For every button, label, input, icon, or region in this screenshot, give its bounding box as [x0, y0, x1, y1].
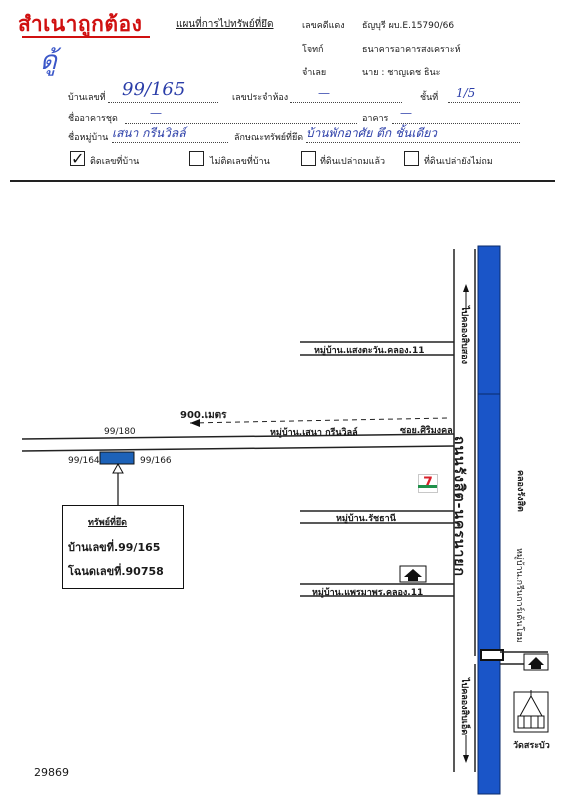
- arrow-down-icon: [463, 735, 469, 763]
- building2-label: อาคาร: [362, 114, 389, 124]
- house-icon: [399, 565, 427, 583]
- label-canal: คลองรังสิต: [515, 470, 525, 512]
- bridge: [480, 649, 504, 661]
- village-label: ชื่อหมู่บ้าน: [68, 133, 109, 143]
- form-title: แผนที่การไปทรัพย์ที่ยึด: [176, 19, 274, 30]
- room-value: —: [318, 86, 330, 100]
- road-sena-bottom: [21, 445, 455, 452]
- canal: [477, 245, 501, 795]
- route-arrow-icon: [190, 419, 200, 427]
- label-plot-99-180: 99/180: [104, 427, 136, 437]
- label-village-ratchani: หมู่บ้าน.รัชธานี: [336, 514, 396, 524]
- checkbox-land-unfilled[interactable]: [404, 151, 419, 166]
- building-line: [125, 123, 357, 124]
- property-pointer-icon: [112, 462, 124, 474]
- checkbox-label-house-number: ติดเลขที่บ้าน: [90, 157, 140, 167]
- label-village-sangtawan: หมู่บ้าน.แสงตะวัน.คลอง.11: [314, 346, 425, 356]
- store-icon-stripe: [418, 485, 437, 488]
- label-village-green-garden: หมู่บ้าน.กรีนการ์เด้นโฮม: [514, 548, 524, 643]
- temple-icon: [513, 690, 549, 733]
- label-distance: 900.เมตร: [180, 410, 227, 421]
- building-label: ชื่ออาคารชุด: [68, 114, 118, 124]
- checkmark-icon: ✓: [71, 149, 85, 168]
- property-info-box: [62, 505, 184, 589]
- defendant-value: นาย : ชาญเดช ธินะ: [362, 68, 441, 78]
- plaintiff-value: ธนาคารอาคารสงเคราะห์: [362, 45, 461, 55]
- floor-value: 1/5: [456, 86, 476, 100]
- property-type-label: ลักษณะทรัพย์ที่ยึด: [234, 133, 304, 143]
- checkbox-label-land-unfilled: ที่ดินเปล่ายังไม่ถม: [424, 157, 493, 167]
- checkbox-land-filled[interactable]: [301, 151, 316, 166]
- label-village-sena: หมู่บ้าน.เสนา กรีนวิลล์: [270, 428, 358, 438]
- plaintiff-label: โจทก์: [302, 45, 324, 55]
- label-soi-sirimongkol: ซอย.ศิริมงคล: [400, 426, 453, 436]
- building-value: —: [150, 106, 162, 120]
- case-label: เลขคดีแดง: [302, 21, 345, 31]
- stamp-underline: [22, 36, 150, 38]
- document-number: 29869: [34, 766, 69, 779]
- certified-copy-stamp: สำเนาถูกต้อง: [18, 12, 143, 36]
- room-label: เลขประจำห้อง: [232, 93, 289, 103]
- road-sena-top: [21, 433, 455, 440]
- property-type-line: [306, 142, 520, 143]
- house-icon-right: [523, 653, 549, 671]
- house-no-value: 99/165: [122, 79, 186, 100]
- checkbox-no-house-number[interactable]: [189, 151, 204, 166]
- label-main-road: ถนนรังสิต-นครนายก: [451, 436, 467, 577]
- signature: ดู้: [40, 46, 57, 76]
- property-type-value: บ้านพักอาศัย ตึก ชั้นเดียว: [306, 126, 438, 140]
- house-no-line: [108, 102, 218, 103]
- floor-label: ชั้นที่: [420, 93, 439, 103]
- route-dashed-line: [189, 417, 449, 424]
- arrow-up-icon: [463, 284, 469, 312]
- checkbox-label-no-house-number: ไม่ติดเลขที่บ้าน: [210, 157, 270, 167]
- checkbox-house-number[interactable]: ✓: [70, 149, 85, 168]
- label-plot-99-164: 99/164: [68, 456, 100, 466]
- property-house-number: บ้านเลขที่.99/165: [68, 541, 161, 554]
- store-icon: 7: [418, 474, 438, 493]
- property-box-title: ทรัพย์ที่ยึด: [88, 518, 128, 528]
- label-plot-99-166: 99/166: [140, 456, 172, 466]
- property-deed-number: โฉนดเลขที่.90758: [68, 565, 164, 578]
- case-value: ธัญบุรี ผบ.E.15790/66: [362, 21, 455, 31]
- header-separator: [10, 180, 555, 182]
- village-value: เสนา กรีนวิลล์: [112, 126, 186, 140]
- label-village-praemaporn: หมู่บ้าน.แพรมาพร.คลอง.11: [312, 588, 424, 598]
- building2-line: [392, 123, 520, 124]
- village-line: [112, 142, 228, 143]
- defendant-label: จำเลย: [302, 68, 327, 78]
- label-to-klong-11: ไปคลองสิบเอ็ด: [459, 678, 469, 736]
- checkbox-label-land-filled: ที่ดินเปล่าถมแล้ว: [320, 157, 386, 167]
- floor-line: [448, 102, 520, 103]
- label-temple: วัดสระบัว: [513, 741, 550, 751]
- label-to-klong-12: ไปคลองสิบสอง: [459, 306, 469, 365]
- building2-value: —: [400, 106, 412, 120]
- property-plot: [99, 451, 135, 465]
- house-no-label: บ้านเลขที่: [68, 93, 106, 103]
- room-line: [290, 102, 402, 103]
